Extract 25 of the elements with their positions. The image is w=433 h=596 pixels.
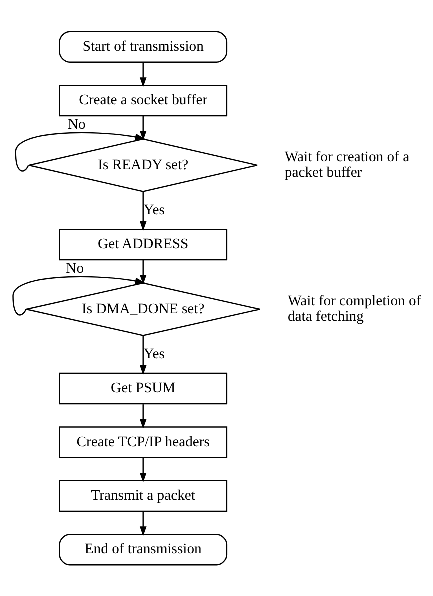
node-box: Transmit a packet xyxy=(59,480,228,512)
arrow xyxy=(15,132,146,172)
edge-label: No xyxy=(66,260,84,276)
node-box: Create a socket buffer xyxy=(59,84,228,116)
node-box: Start of transmission xyxy=(59,30,228,62)
arrow xyxy=(140,458,147,482)
node-diamond: Is READY set? xyxy=(28,138,258,192)
node-box: Get PSUM xyxy=(59,372,228,404)
arrow xyxy=(140,511,147,536)
node-label: Wait for creation of a packet buffer xyxy=(284,148,410,181)
edge-label: Yes xyxy=(144,346,165,362)
node-label: Wait for completion of data fetching xyxy=(288,292,422,325)
arrow xyxy=(140,260,147,284)
edge-label: Yes xyxy=(144,202,165,218)
arrow xyxy=(140,62,147,87)
edge-label: No xyxy=(68,116,86,132)
arrow xyxy=(12,276,146,316)
node-box: End of transmission xyxy=(59,534,228,566)
arrow xyxy=(140,116,147,140)
arrow xyxy=(140,335,147,375)
arrow xyxy=(140,191,147,231)
node-diamond: Is DMA_DONE set? xyxy=(26,282,261,336)
node-box: Create TCP/IP headers xyxy=(59,426,228,458)
arrow xyxy=(140,404,147,429)
node-box: Get ADDRESS xyxy=(59,228,228,260)
